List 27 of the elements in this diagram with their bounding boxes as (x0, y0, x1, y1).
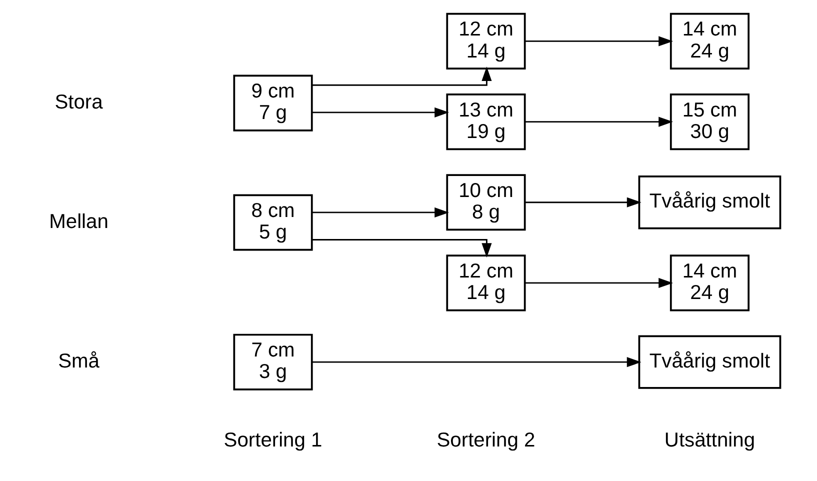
node-box: 12 cm 14 g (446, 254, 526, 312)
label: Utsättning (664, 430, 755, 452)
node-box: 14 cm 24 g (669, 12, 750, 70)
arrow (312, 107, 448, 118)
node-box: 14 cm 24 g (669, 254, 750, 312)
node-box: 13 cm 19 g (446, 94, 526, 150)
node-box: 15 cm 30 g (669, 94, 750, 150)
node-box: 7 cm 3 g (232, 334, 312, 390)
node-box: 8 cm 5 g (232, 194, 312, 251)
label: Små (58, 350, 99, 372)
node-box: 12 cm 14 g (446, 12, 526, 70)
arrow (312, 357, 641, 368)
arrow (524, 278, 673, 288)
arrow (524, 36, 673, 46)
label: Sortering 1 (223, 430, 322, 452)
arrow (312, 239, 492, 258)
node-box: 9 cm 7 g (232, 74, 312, 132)
label: Mellan (48, 210, 108, 233)
arrow (312, 66, 492, 86)
node-box: Tvåårig smolt (638, 335, 781, 389)
arrow (312, 207, 448, 218)
node-box: Tvåårig smolt (638, 176, 781, 230)
node-box: 10 cm 8 g (446, 174, 526, 231)
label: Sortering 2 (436, 430, 535, 452)
arrow (524, 197, 641, 208)
arrow (524, 116, 673, 127)
label: Stora (54, 91, 102, 114)
